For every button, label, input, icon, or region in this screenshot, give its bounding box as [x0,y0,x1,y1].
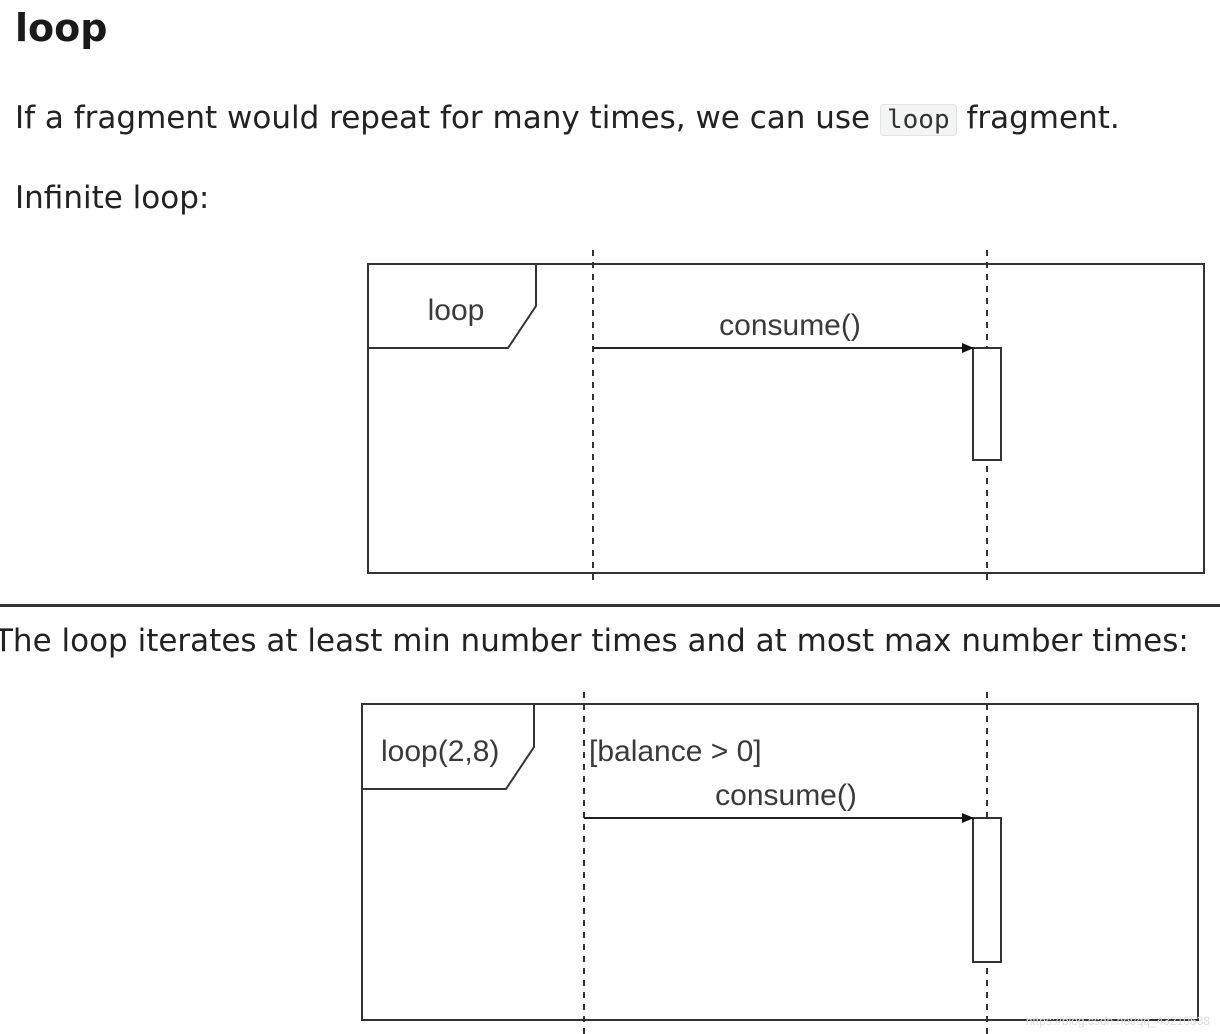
fragment-operator-label: loop [428,294,485,327]
min-max-loop-label: The loop iterates at least min number ti… [0,623,1189,659]
section-heading: loop [15,6,108,50]
watermark-text: https://blog.csdn.net/qq_43210538 [1025,1014,1210,1028]
intro-text-before: If a fragment would repeat for many time… [15,100,880,136]
fragment-operator-tab [362,704,535,790]
intro-text-after: fragment. [956,100,1120,136]
combined-fragment-frame [361,703,1199,1021]
activation-bar [972,347,1002,461]
inline-code-loop: loop [880,104,957,136]
fragment-operator-label: loop(2,8) [381,735,499,768]
infinite-loop-label: Infinite loop: [15,180,210,216]
message-label: consume() [715,779,857,812]
diagram-bounded-loop: loop(2,8) [balance > 0] consume() [361,692,1199,1034]
intro-paragraph: If a fragment would repeat for many time… [15,98,1120,140]
activation-bar [972,817,1002,963]
diagram-infinite-loop: loop consume() [367,250,1205,586]
combined-fragment-frame [367,263,1205,574]
fragment-operator-tab [368,264,537,349]
guard-condition-label: [balance > 0] [589,735,762,768]
message-label: consume() [719,309,861,342]
horizontal-rule [0,604,1220,607]
